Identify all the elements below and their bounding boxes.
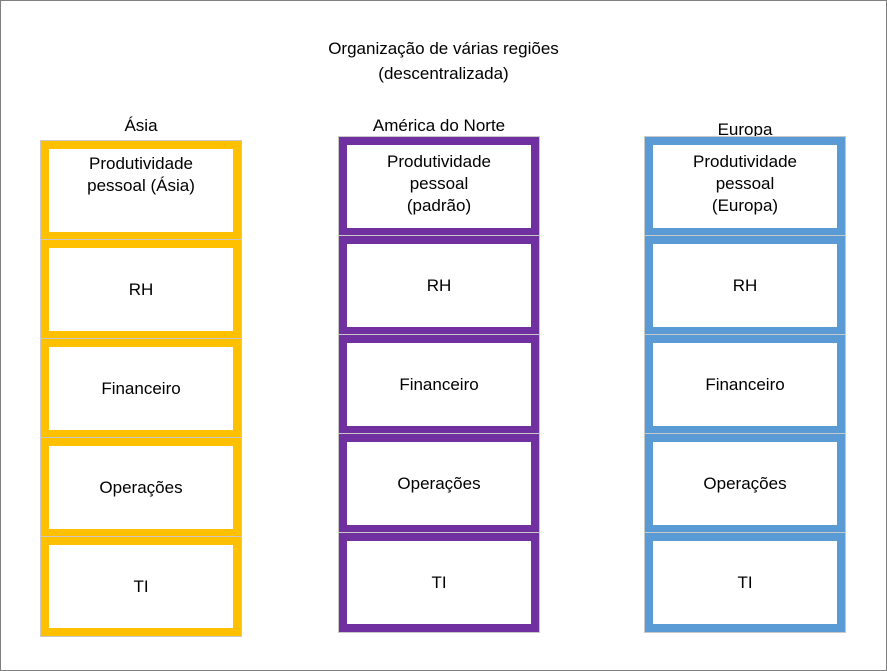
column-label-europe: Europa bbox=[717, 120, 773, 139]
box-label: RH bbox=[128, 279, 154, 299]
box-operations-north-america: Operações bbox=[338, 433, 540, 534]
box-it-north-america: TI bbox=[338, 532, 540, 633]
box-label: Financeiro bbox=[101, 378, 181, 398]
box-finance-asia: Financeiro bbox=[40, 338, 242, 439]
column-label-asia: Ásia bbox=[124, 116, 158, 135]
box-hr-europe: RH bbox=[644, 235, 846, 336]
diagram-title: Organização de várias regiões (descentra… bbox=[0, 36, 887, 86]
title-line-2: (descentralizada) bbox=[378, 64, 509, 83]
column-label-north-america: América do Norte bbox=[372, 116, 506, 135]
box-label: Operações bbox=[703, 473, 787, 493]
box-hr-north-america: RH bbox=[338, 235, 540, 336]
box-it-asia: TI bbox=[40, 536, 242, 637]
box-personal-productivity-default: Produtividade pessoal (padrão) bbox=[338, 136, 540, 237]
box-hr-asia: RH bbox=[40, 239, 242, 340]
box-personal-productivity-asia: Produtividade pessoal (Ásia) bbox=[40, 140, 242, 241]
box-label: Produtividade pessoal (Europa) bbox=[693, 152, 797, 215]
box-personal-productivity-europe: Produtividade pessoal (Europa) bbox=[644, 136, 846, 237]
box-finance-north-america: Financeiro bbox=[338, 334, 540, 435]
box-label: RH bbox=[426, 275, 452, 295]
box-label: RH bbox=[732, 275, 758, 295]
title-line-1: Organização de várias regiões bbox=[328, 39, 559, 58]
box-operations-europe: Operações bbox=[644, 433, 846, 534]
box-finance-europe: Financeiro bbox=[644, 334, 846, 435]
box-label: Operações bbox=[99, 477, 183, 497]
box-label: Produtividade pessoal (Ásia) bbox=[87, 154, 195, 195]
box-it-europe: TI bbox=[644, 532, 846, 633]
box-label: Financeiro bbox=[705, 374, 785, 394]
box-label: TI bbox=[737, 572, 753, 592]
box-label: Financeiro bbox=[399, 374, 479, 394]
box-label: TI bbox=[133, 576, 149, 596]
box-label: Operações bbox=[397, 473, 481, 493]
box-operations-asia: Operações bbox=[40, 437, 242, 538]
box-label: TI bbox=[431, 572, 447, 592]
box-label: Produtividade pessoal (padrão) bbox=[387, 152, 491, 215]
